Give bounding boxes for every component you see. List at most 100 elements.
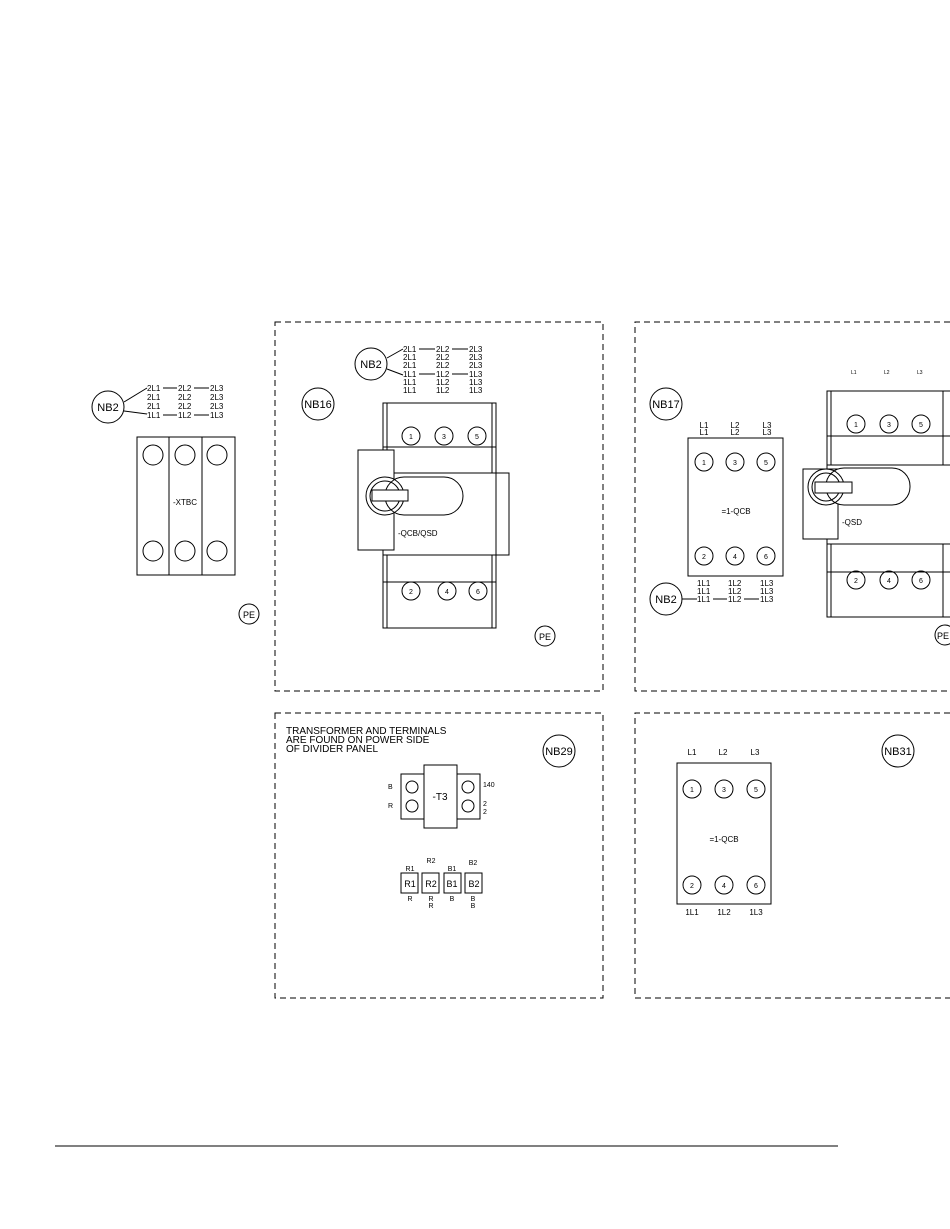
wire-label: R bbox=[428, 903, 433, 910]
wire-label: 1L2 bbox=[436, 386, 450, 395]
wire-label: 2L2 bbox=[436, 353, 450, 362]
phase-label: L3 bbox=[751, 748, 760, 757]
terminal-number: 3 bbox=[887, 422, 891, 429]
wire-label: 1L2 bbox=[717, 908, 731, 917]
phase-label: L1 bbox=[700, 421, 709, 430]
wire-label: 1L1 bbox=[403, 370, 417, 379]
wire-label: 1L2 bbox=[436, 378, 450, 387]
phase-label: L1 bbox=[688, 748, 697, 757]
wire-label: R1 bbox=[406, 866, 415, 873]
wire-label: 2L1 bbox=[403, 361, 417, 370]
wire-label: B bbox=[471, 896, 476, 903]
terminal-number: 2 bbox=[409, 589, 413, 596]
terminal-number: 1 bbox=[690, 787, 694, 794]
pe-label: PE bbox=[937, 631, 949, 641]
wire-label: 1L3 bbox=[760, 587, 774, 596]
terminal-number: 5 bbox=[919, 422, 923, 429]
pe-callout-circle bbox=[238, 603, 260, 625]
terminal-label: B1 bbox=[446, 879, 457, 889]
phase-label: L3 bbox=[763, 428, 772, 437]
terminal-number: 1 bbox=[702, 460, 706, 467]
wire-label: 1L3 bbox=[469, 386, 483, 395]
wire-label: 1L3 bbox=[469, 370, 483, 379]
wire-label: 1L2 bbox=[728, 579, 742, 588]
wire-label: 2L2 bbox=[436, 345, 450, 354]
left-terminal-group: NB2 2L1 2L2 2L3 2L1 2L2 2L3 2L1 2L2 2L3 … bbox=[91, 384, 260, 625]
nb16-callout-label: NB16 bbox=[304, 399, 332, 411]
wire-label: R2 bbox=[427, 858, 436, 865]
wire-label: B bbox=[450, 896, 455, 903]
wire-label: 2L3 bbox=[210, 393, 224, 402]
wire-label: 2L1 bbox=[147, 384, 161, 393]
wire-label: 1L1 bbox=[697, 595, 711, 604]
wire-label: 1L3 bbox=[210, 411, 224, 420]
wire-label: 1L1 bbox=[403, 378, 417, 387]
nb29-panel-border bbox=[274, 712, 604, 999]
wire-label: 2L1 bbox=[403, 353, 417, 362]
wire-label: 1L2 bbox=[436, 370, 450, 379]
pe-label: PE bbox=[539, 632, 551, 642]
wire-label: 2 bbox=[483, 809, 487, 816]
wire-label: 1L1 bbox=[685, 908, 699, 917]
wire-label: 2L2 bbox=[178, 393, 192, 402]
qcb-device-label: =1-QCB bbox=[709, 835, 738, 844]
wire-label: 1L1 bbox=[697, 587, 711, 596]
nb29-callout-label: NB29 bbox=[545, 746, 573, 758]
wire-label: R bbox=[407, 896, 412, 903]
wire-label: 1L3 bbox=[760, 579, 774, 588]
wire-label: 2L1 bbox=[147, 402, 161, 411]
terminal-number: 6 bbox=[764, 554, 768, 561]
wire-label: 2L3 bbox=[210, 402, 224, 411]
note-line: TRANSFORMER AND TERMINALS bbox=[286, 726, 447, 737]
wire-label: B1 bbox=[448, 866, 457, 873]
nb29-callout-circle bbox=[542, 734, 576, 768]
wire-label: 2L1 bbox=[147, 393, 161, 402]
terminal-number: 2 bbox=[690, 883, 694, 890]
terminal-number: 3 bbox=[722, 787, 726, 794]
terminal-r1 bbox=[400, 872, 419, 894]
wire-label: 1L1 bbox=[403, 386, 417, 395]
nb17-callout-label: NB17 bbox=[652, 399, 680, 411]
wire-label: 1L1 bbox=[697, 579, 711, 588]
nb17-callout-circle bbox=[649, 387, 683, 421]
terminal-number: 1 bbox=[854, 422, 858, 429]
wire-label: B bbox=[471, 903, 476, 910]
nb31-panel: NB31 L1 L2 L3 1 3 5 =1-QCB 2 4 6 1L1 1L2… bbox=[634, 712, 950, 999]
pe-label: PE bbox=[243, 610, 255, 620]
terminal-r2 bbox=[421, 872, 440, 894]
wire-label: 2L3 bbox=[210, 384, 224, 393]
terminal-number: 2 bbox=[854, 578, 858, 585]
t3-device-label: -T3 bbox=[433, 792, 448, 803]
nb2-callout-label: NB2 bbox=[97, 402, 118, 414]
note-line: OF DIVIDER PANEL bbox=[286, 744, 378, 755]
terminal-b2 bbox=[464, 872, 483, 894]
nb16-panel: NB16 NB2 2L1 2L2 2L3 2L1 2L2 2L3 2L1 2L2… bbox=[274, 321, 604, 692]
phase-label: L3 bbox=[763, 421, 772, 430]
nb31-callout-circle bbox=[881, 734, 915, 768]
terminal-number: 6 bbox=[754, 883, 758, 890]
xtbc-device-label: -XTBC bbox=[173, 498, 197, 507]
wire-label: 140 bbox=[483, 782, 495, 789]
terminal-number: 4 bbox=[887, 578, 891, 585]
wire-label: 2L2 bbox=[436, 361, 450, 370]
terminal-number: 4 bbox=[733, 554, 737, 561]
phase-label: L2 bbox=[719, 748, 728, 757]
wire-label: 2L2 bbox=[178, 402, 192, 411]
terminal-number: 1 bbox=[409, 434, 413, 441]
wire-label: 2L3 bbox=[469, 353, 483, 362]
wire-label: 2L3 bbox=[469, 345, 483, 354]
nb16-callout-circle bbox=[301, 387, 335, 421]
terminal-number: 2 bbox=[702, 554, 706, 561]
nb29-panel: TRANSFORMER AND TERMINALS ARE FOUND ON P… bbox=[274, 712, 604, 999]
terminal-number: 4 bbox=[445, 589, 449, 596]
qcb-breaker bbox=[687, 437, 784, 577]
nb16-panel-border bbox=[274, 321, 604, 692]
terminal-label: R1 bbox=[404, 879, 416, 889]
terminal-b1 bbox=[443, 872, 462, 894]
xtbc-terminal-block bbox=[136, 436, 236, 576]
nb2-callout-label: NB2 bbox=[655, 594, 676, 606]
wire-label: 1L2 bbox=[728, 587, 742, 596]
wire-label: 2L1 bbox=[403, 345, 417, 354]
wire-label: 1L2 bbox=[178, 411, 192, 420]
pe-callout-circle bbox=[934, 624, 950, 646]
